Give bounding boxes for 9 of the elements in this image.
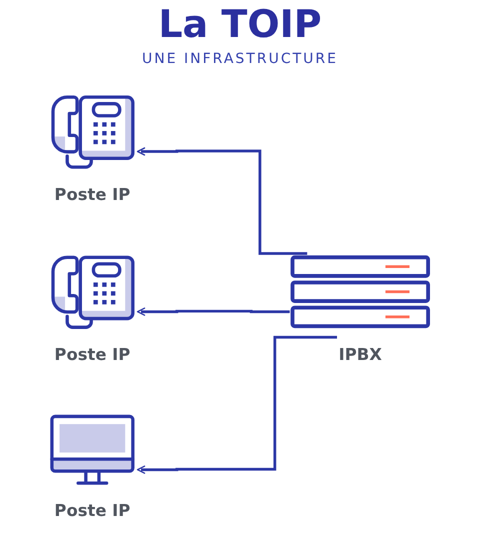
arrow <box>136 336 337 474</box>
subtitle: UNE INFRASTRUCTURE <box>142 50 338 68</box>
node-label: Poste IP <box>54 344 130 364</box>
node-label: Poste IP <box>54 184 130 204</box>
arrow <box>136 308 290 316</box>
title: La TOIP <box>158 2 322 46</box>
arrow <box>136 147 308 255</box>
node-label: Poste IP <box>54 500 130 520</box>
node-label: IPBX <box>338 344 382 364</box>
